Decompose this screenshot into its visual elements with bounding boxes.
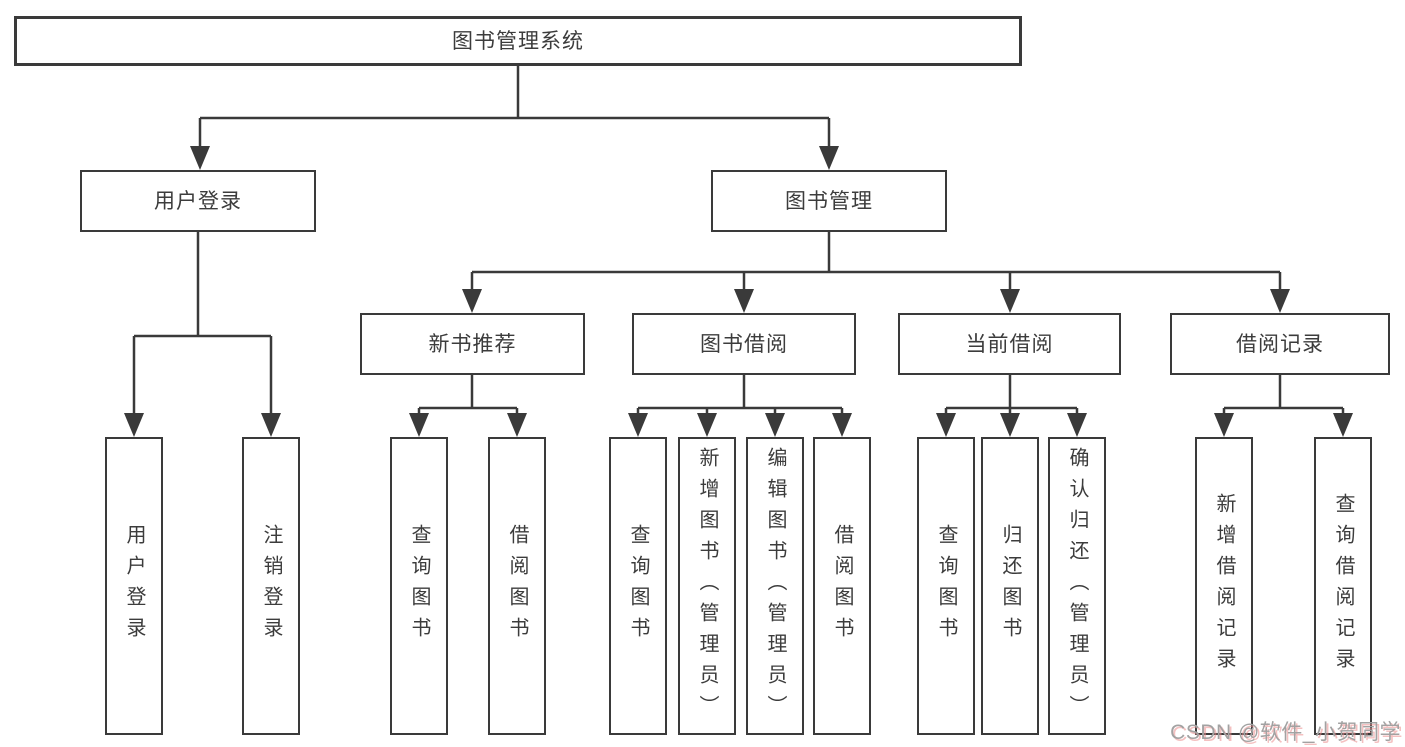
connector-borrowrecords-to-leaves: [1222, 375, 1345, 419]
node-book-borrowing-label: 图书借阅: [700, 332, 788, 356]
connector-newbooks-to-leaves: [417, 375, 519, 419]
leaf-current-return-books: 归还图书: [981, 437, 1039, 735]
leaf-records-add-record-label: 新增借阅记录: [1213, 493, 1235, 679]
leaf-newbooks-query-books: 查询图书: [390, 437, 448, 735]
leaf-borrowing-add-books-admin: 新增图书（管理员）: [678, 437, 736, 735]
node-current-borrowing: 当前借阅: [898, 313, 1121, 375]
leaf-borrowing-edit-books-admin-label: 编辑图书（管理员）: [764, 446, 786, 726]
node-user-login: 用户登录: [80, 170, 316, 232]
leaf-records-add-record: 新增借阅记录: [1195, 437, 1253, 735]
connector-currentborrow-to-leaves: [944, 375, 1079, 419]
connector-bookborrow-to-leaves: [636, 375, 844, 419]
leaf-newbooks-query-books-label: 查询图书: [408, 524, 430, 648]
node-new-book-recommend-label: 新书推荐: [428, 332, 517, 356]
leaf-current-query-books: 查询图书: [917, 437, 975, 735]
node-user-login-label: 用户登录: [154, 189, 242, 213]
leaf-current-return-books-label: 归还图书: [999, 524, 1021, 648]
connector-userlogin-to-leaves: [132, 232, 273, 419]
node-borrowing-records-label: 借阅记录: [1236, 332, 1324, 356]
leaf-borrowing-borrow-books-label: 借阅图书: [831, 524, 853, 648]
node-new-book-recommend: 新书推荐: [360, 313, 585, 375]
leaf-records-query-record-label: 查询借阅记录: [1332, 493, 1354, 679]
node-borrowing-records: 借阅记录: [1170, 313, 1390, 375]
leaf-logout: 注销登录: [242, 437, 300, 735]
node-book-borrowing: 图书借阅: [632, 313, 856, 375]
connector-root-to-level2: [198, 66, 831, 152]
node-book-management: 图书管理: [711, 170, 947, 232]
leaf-borrowing-borrow-books: 借阅图书: [813, 437, 871, 735]
leaf-current-confirm-return-admin-label: 确认归还（管理员）: [1066, 446, 1088, 726]
csdn-watermark: CSDN @软件_小贺同学: [1170, 721, 1401, 744]
leaf-borrowing-edit-books-admin: 编辑图书（管理员）: [746, 437, 804, 735]
leaf-user-login-label: 用户登录: [123, 524, 145, 648]
connector-bookmgmt-to-level3: [470, 232, 1282, 295]
leaf-newbooks-borrow-books: 借阅图书: [488, 437, 546, 735]
leaf-borrowing-add-books-admin-label: 新增图书（管理员）: [696, 446, 718, 726]
node-root-label: 图书管理系统: [452, 29, 584, 53]
leaf-current-query-books-label: 查询图书: [935, 524, 957, 648]
leaf-logout-label: 注销登录: [260, 524, 282, 648]
node-root-system: 图书管理系统: [14, 16, 1022, 66]
node-current-borrowing-label: 当前借阅: [965, 332, 1054, 356]
leaf-records-query-record: 查询借阅记录: [1314, 437, 1372, 735]
leaf-borrowing-query-books: 查询图书: [609, 437, 667, 735]
arrowheads: [124, 146, 1353, 437]
node-book-management-label: 图书管理: [785, 189, 873, 213]
leaf-borrowing-query-books-label: 查询图书: [627, 524, 649, 648]
leaf-current-confirm-return-admin: 确认归还（管理员）: [1048, 437, 1106, 735]
leaf-newbooks-borrow-books-label: 借阅图书: [506, 524, 528, 648]
leaf-user-login: 用户登录: [105, 437, 163, 735]
